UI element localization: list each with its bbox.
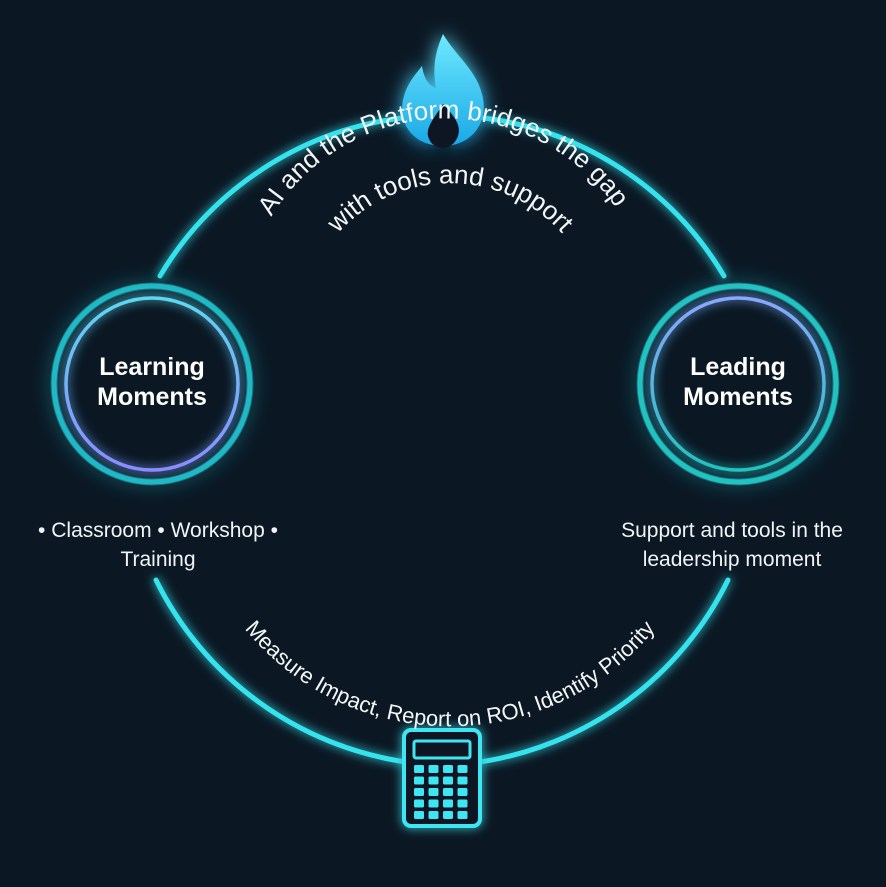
ring-arc-top-left bbox=[157, 115, 405, 279]
calculator-key bbox=[414, 765, 424, 773]
calculator-icon bbox=[402, 728, 482, 828]
calculator-key bbox=[443, 788, 453, 796]
left-node-rings bbox=[50, 282, 254, 486]
leading-moments-label: Leading Moments bbox=[648, 352, 828, 412]
right-node-rings bbox=[636, 282, 840, 486]
calculator-key bbox=[457, 811, 468, 819]
calculator-key bbox=[457, 799, 468, 808]
learning-moments-label: Learning Moments bbox=[62, 352, 242, 412]
calculator-key bbox=[414, 788, 424, 796]
top-arc-text-line1: AI and the Platform bridges the gap bbox=[251, 94, 635, 220]
flame-icon bbox=[402, 34, 484, 148]
ring-arc-bottom-left bbox=[153, 577, 409, 765]
calculator-key bbox=[428, 811, 439, 819]
calculator-key bbox=[428, 776, 439, 785]
learning-label-line2: Moments bbox=[97, 383, 207, 411]
learning-caption-line1: • Classroom • Workshop • bbox=[38, 519, 278, 542]
calculator-key bbox=[428, 799, 439, 808]
calculator-key bbox=[443, 776, 453, 785]
leading-caption: Support and tools in the leadership mome… bbox=[588, 516, 876, 574]
calculator-key bbox=[457, 776, 468, 785]
calculator-key bbox=[428, 765, 439, 773]
calculator-key bbox=[443, 765, 453, 773]
leading-label-line2: Moments bbox=[683, 383, 793, 411]
calculator-key bbox=[414, 776, 424, 785]
ring-arc-top-right bbox=[481, 115, 727, 279]
bottom-arc-text: Measure Impact, Report on ROI, Identify … bbox=[241, 616, 660, 732]
leading-label-line1: Leading bbox=[690, 353, 786, 381]
calculator-key bbox=[428, 788, 439, 796]
learning-caption: • Classroom • Workshop • Training bbox=[0, 516, 316, 574]
learning-caption-line2: Training bbox=[120, 548, 196, 571]
calculator-key bbox=[414, 799, 424, 808]
top-arc-text-line2: with tools and support bbox=[320, 159, 580, 238]
calculator-key bbox=[414, 811, 424, 819]
ring-arc-bottom-right bbox=[477, 577, 731, 765]
main-ring bbox=[153, 115, 731, 765]
calculator-key bbox=[443, 811, 453, 819]
calculator-key bbox=[443, 799, 453, 808]
learning-label-line1: Learning bbox=[99, 353, 205, 381]
leading-caption-line1: Support and tools in the bbox=[621, 519, 843, 542]
leading-caption-line2: leadership moment bbox=[642, 548, 822, 571]
calculator-key bbox=[457, 765, 468, 773]
calculator-key bbox=[457, 788, 468, 796]
